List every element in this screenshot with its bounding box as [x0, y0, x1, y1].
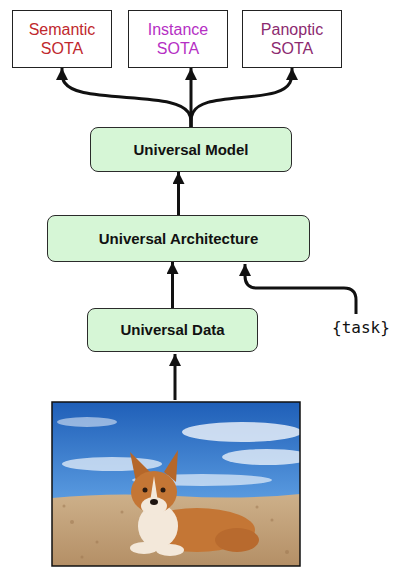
corgi	[130, 450, 259, 556]
node-text: Panoptic SOTA	[250, 20, 334, 58]
dog-eye	[161, 488, 166, 493]
photo-cloud	[57, 417, 117, 427]
node-text: Universal Data	[120, 321, 224, 339]
result-box: Instance SOTA	[128, 10, 228, 68]
stage-box: Universal Model	[90, 127, 292, 172]
sand-texture	[63, 505, 290, 559]
flow-arrow	[62, 68, 191, 127]
node-text: Semantic SOTA	[20, 20, 104, 58]
flow-arrow	[177, 172, 180, 215]
dog-paw	[130, 542, 158, 554]
result-box: Panoptic SOTA	[242, 10, 342, 68]
photo-cloud	[62, 457, 162, 471]
photo-cloud	[182, 422, 302, 442]
dog-nose	[150, 499, 158, 505]
dog-paw	[156, 544, 184, 556]
photo-sand	[52, 494, 300, 566]
node-text: Universal Model	[133, 141, 248, 159]
stage-box: Universal Architecture	[47, 215, 310, 262]
input-arrow	[174, 354, 177, 400]
stage-box: Universal Data	[87, 308, 258, 352]
result-box: Semantic SOTA	[12, 10, 112, 68]
task-label: {task}	[330, 318, 392, 337]
flow-arrow	[171, 262, 174, 308]
task-arrow	[245, 264, 356, 314]
dog-photo	[52, 402, 312, 566]
photo-cloud	[222, 449, 312, 465]
dog-eye	[143, 488, 148, 493]
dog-hind-leg	[215, 528, 259, 552]
flow-arrow	[191, 68, 292, 127]
node-text: Instance SOTA	[136, 20, 220, 58]
photo-frame	[52, 402, 300, 566]
node-text: Universal Architecture	[99, 230, 259, 248]
dog-muzzle	[141, 497, 167, 515]
